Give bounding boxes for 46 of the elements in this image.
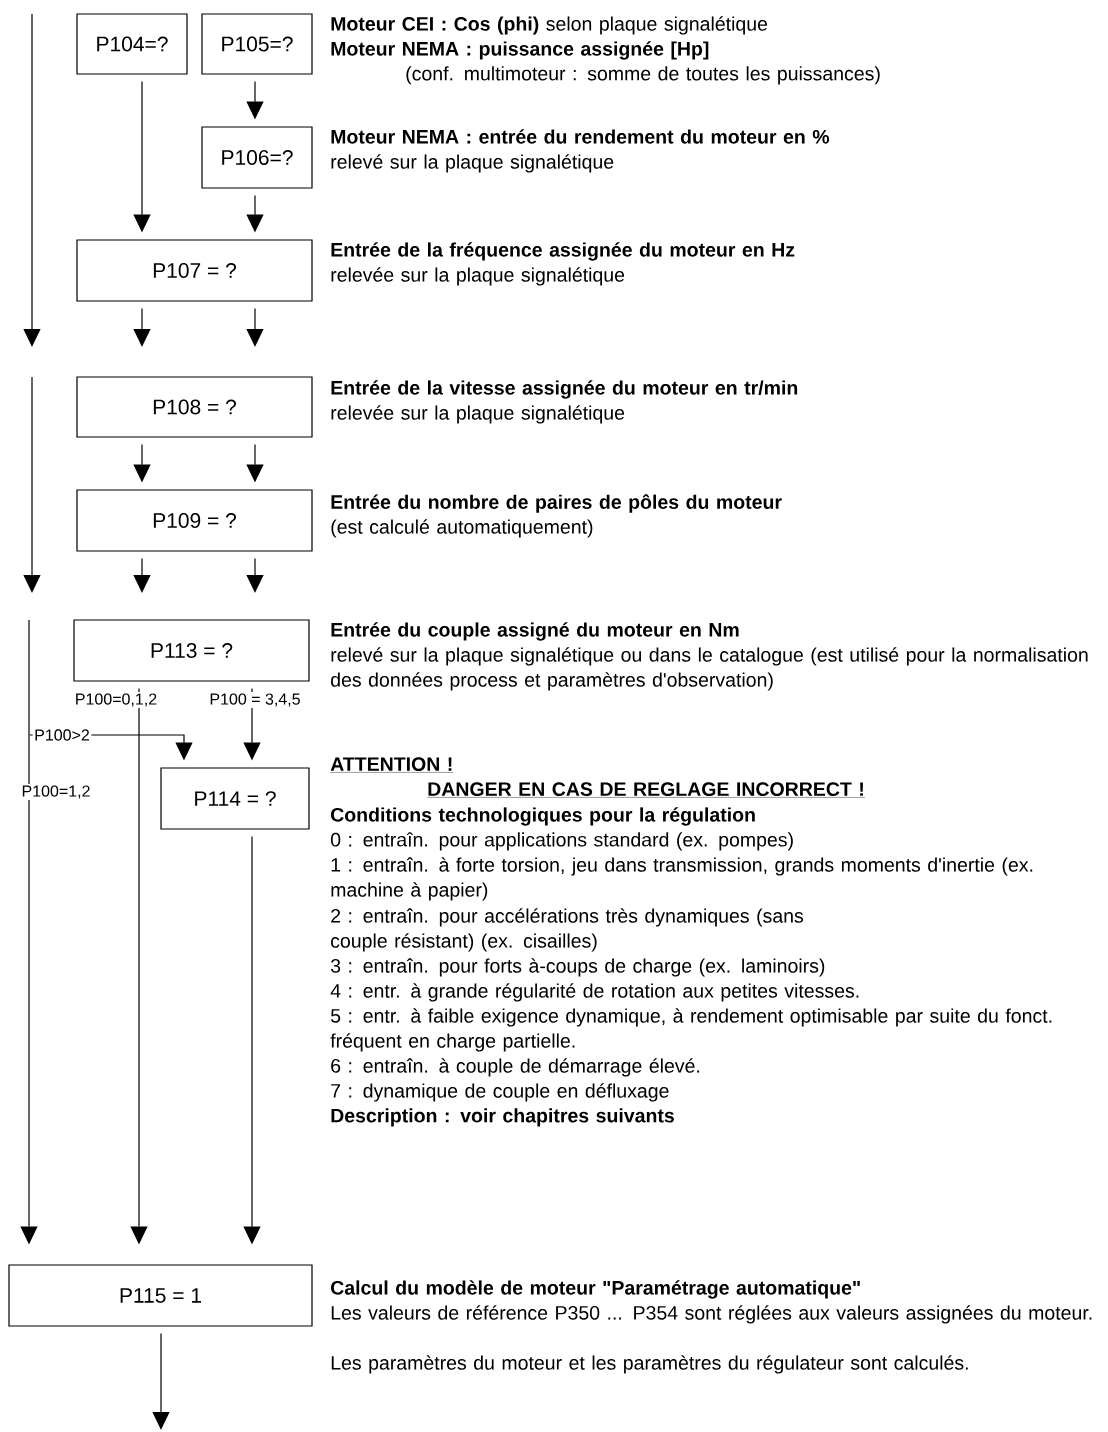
- list-item: 6 : entraîn. à couple de démarrage élevé.: [331, 1058, 700, 1077]
- description-text: Les paramètres du moteur et les paramètres du régulateur sont calculés.: [331, 1355, 968, 1374]
- process-box: P106=?: [201, 126, 313, 189]
- process-box: P105=?: [201, 13, 313, 75]
- edge-label: P100=1,2: [20, 783, 92, 801]
- description-text: relevée sur la plaque signalétique: [331, 405, 625, 424]
- description-text: Moteur CEI : Cos (phi) selon plaque signalétique: [331, 16, 768, 35]
- arrow: [246, 308, 264, 347]
- heading-text: Entrée de la vitesse assignée du moteur en tr/min: [331, 380, 798, 399]
- description-text: relevé sur la plaque signalétique ou dans le catalogue (est utilisé pour la normalisation des données process et paramètres d'observation): [331, 647, 1088, 691]
- arrow: [133, 558, 151, 593]
- list-item: 2 : entraîn. pour accélérations très dynamiques (sans couple résistant) (ex. cisailles): [331, 908, 804, 952]
- list-item: 5 : entr. à faible exigence dynamique, à rendement optimisable par suite du fonct. fréquent en charge partielle.: [330, 1008, 1052, 1052]
- process-box: P115 = 1: [8, 1264, 313, 1327]
- list-item: 3 : entraîn. pour forts à-coups de charge (ex. laminoirs): [330, 958, 825, 977]
- heading-text: Description : voir chapitres suivants: [331, 1108, 674, 1127]
- arrow: [133, 308, 151, 347]
- edge-label: P100>2: [32, 727, 92, 743]
- process-box: P104=?: [76, 13, 188, 75]
- description-text: Les valeurs de référence P350 ... P354 sont réglées aux valeurs assignées du moteur.: [331, 1305, 1092, 1324]
- heading-text: Conditions technologiques pour la régulation: [331, 807, 755, 826]
- process-box: P114 = ?: [160, 767, 310, 830]
- list-item: 0 : entraîn. pour applications standard (ex. pompes): [330, 832, 793, 851]
- heading-text: Entrée de la fréquence assignée du moteur en Hz: [331, 242, 795, 261]
- warning-text: DANGER EN CAS DE REGLAGE INCORRECT !: [427, 782, 866, 798]
- list-item: 7 : dynamique de couple en défluxage: [331, 1083, 669, 1102]
- heading-text: Calcul du modèle de moteur "Paramétrage automatique": [331, 1280, 860, 1299]
- description-text: (conf. multimoteur : somme de toutes les puissances): [406, 66, 880, 85]
- process-box: P108 = ?: [76, 376, 313, 438]
- heading-text: Entrée du couple assigné du moteur en Nm: [331, 622, 739, 641]
- heading-text: Moteur NEMA : puissance assignée [Hp]: [331, 41, 709, 60]
- edge-label: P100=0,1,2: [73, 691, 159, 709]
- process-box: P107 = ?: [76, 239, 313, 302]
- warning-text: ATTENTION !: [330, 757, 454, 773]
- list-item: 4 : entr. à grande régularité de rotation aux petites vitesses.: [330, 983, 859, 1002]
- process-box: P109 = ?: [76, 489, 313, 552]
- description-text: relevé sur la plaque signalétique: [331, 154, 614, 173]
- description-text: (est calculé automatiquement): [331, 519, 593, 538]
- list-item: 1 : entraîn. à forte torsion, jeu dans transmission, grands moments d'inertie (ex. machine à papier): [331, 857, 1033, 901]
- heading-text: Moteur NEMA : entrée du rendement du moteur en %: [331, 129, 830, 144]
- heading-text: Entrée du nombre de paires de pôles du moteur: [331, 494, 782, 513]
- edge-label: P100 = 3,4,5: [207, 691, 303, 709]
- arrow: [246, 558, 264, 593]
- arrow: [152, 1333, 170, 1430]
- description-text: relevée sur la plaque signalétique: [331, 267, 625, 286]
- process-box: P113 = ?: [73, 619, 310, 682]
